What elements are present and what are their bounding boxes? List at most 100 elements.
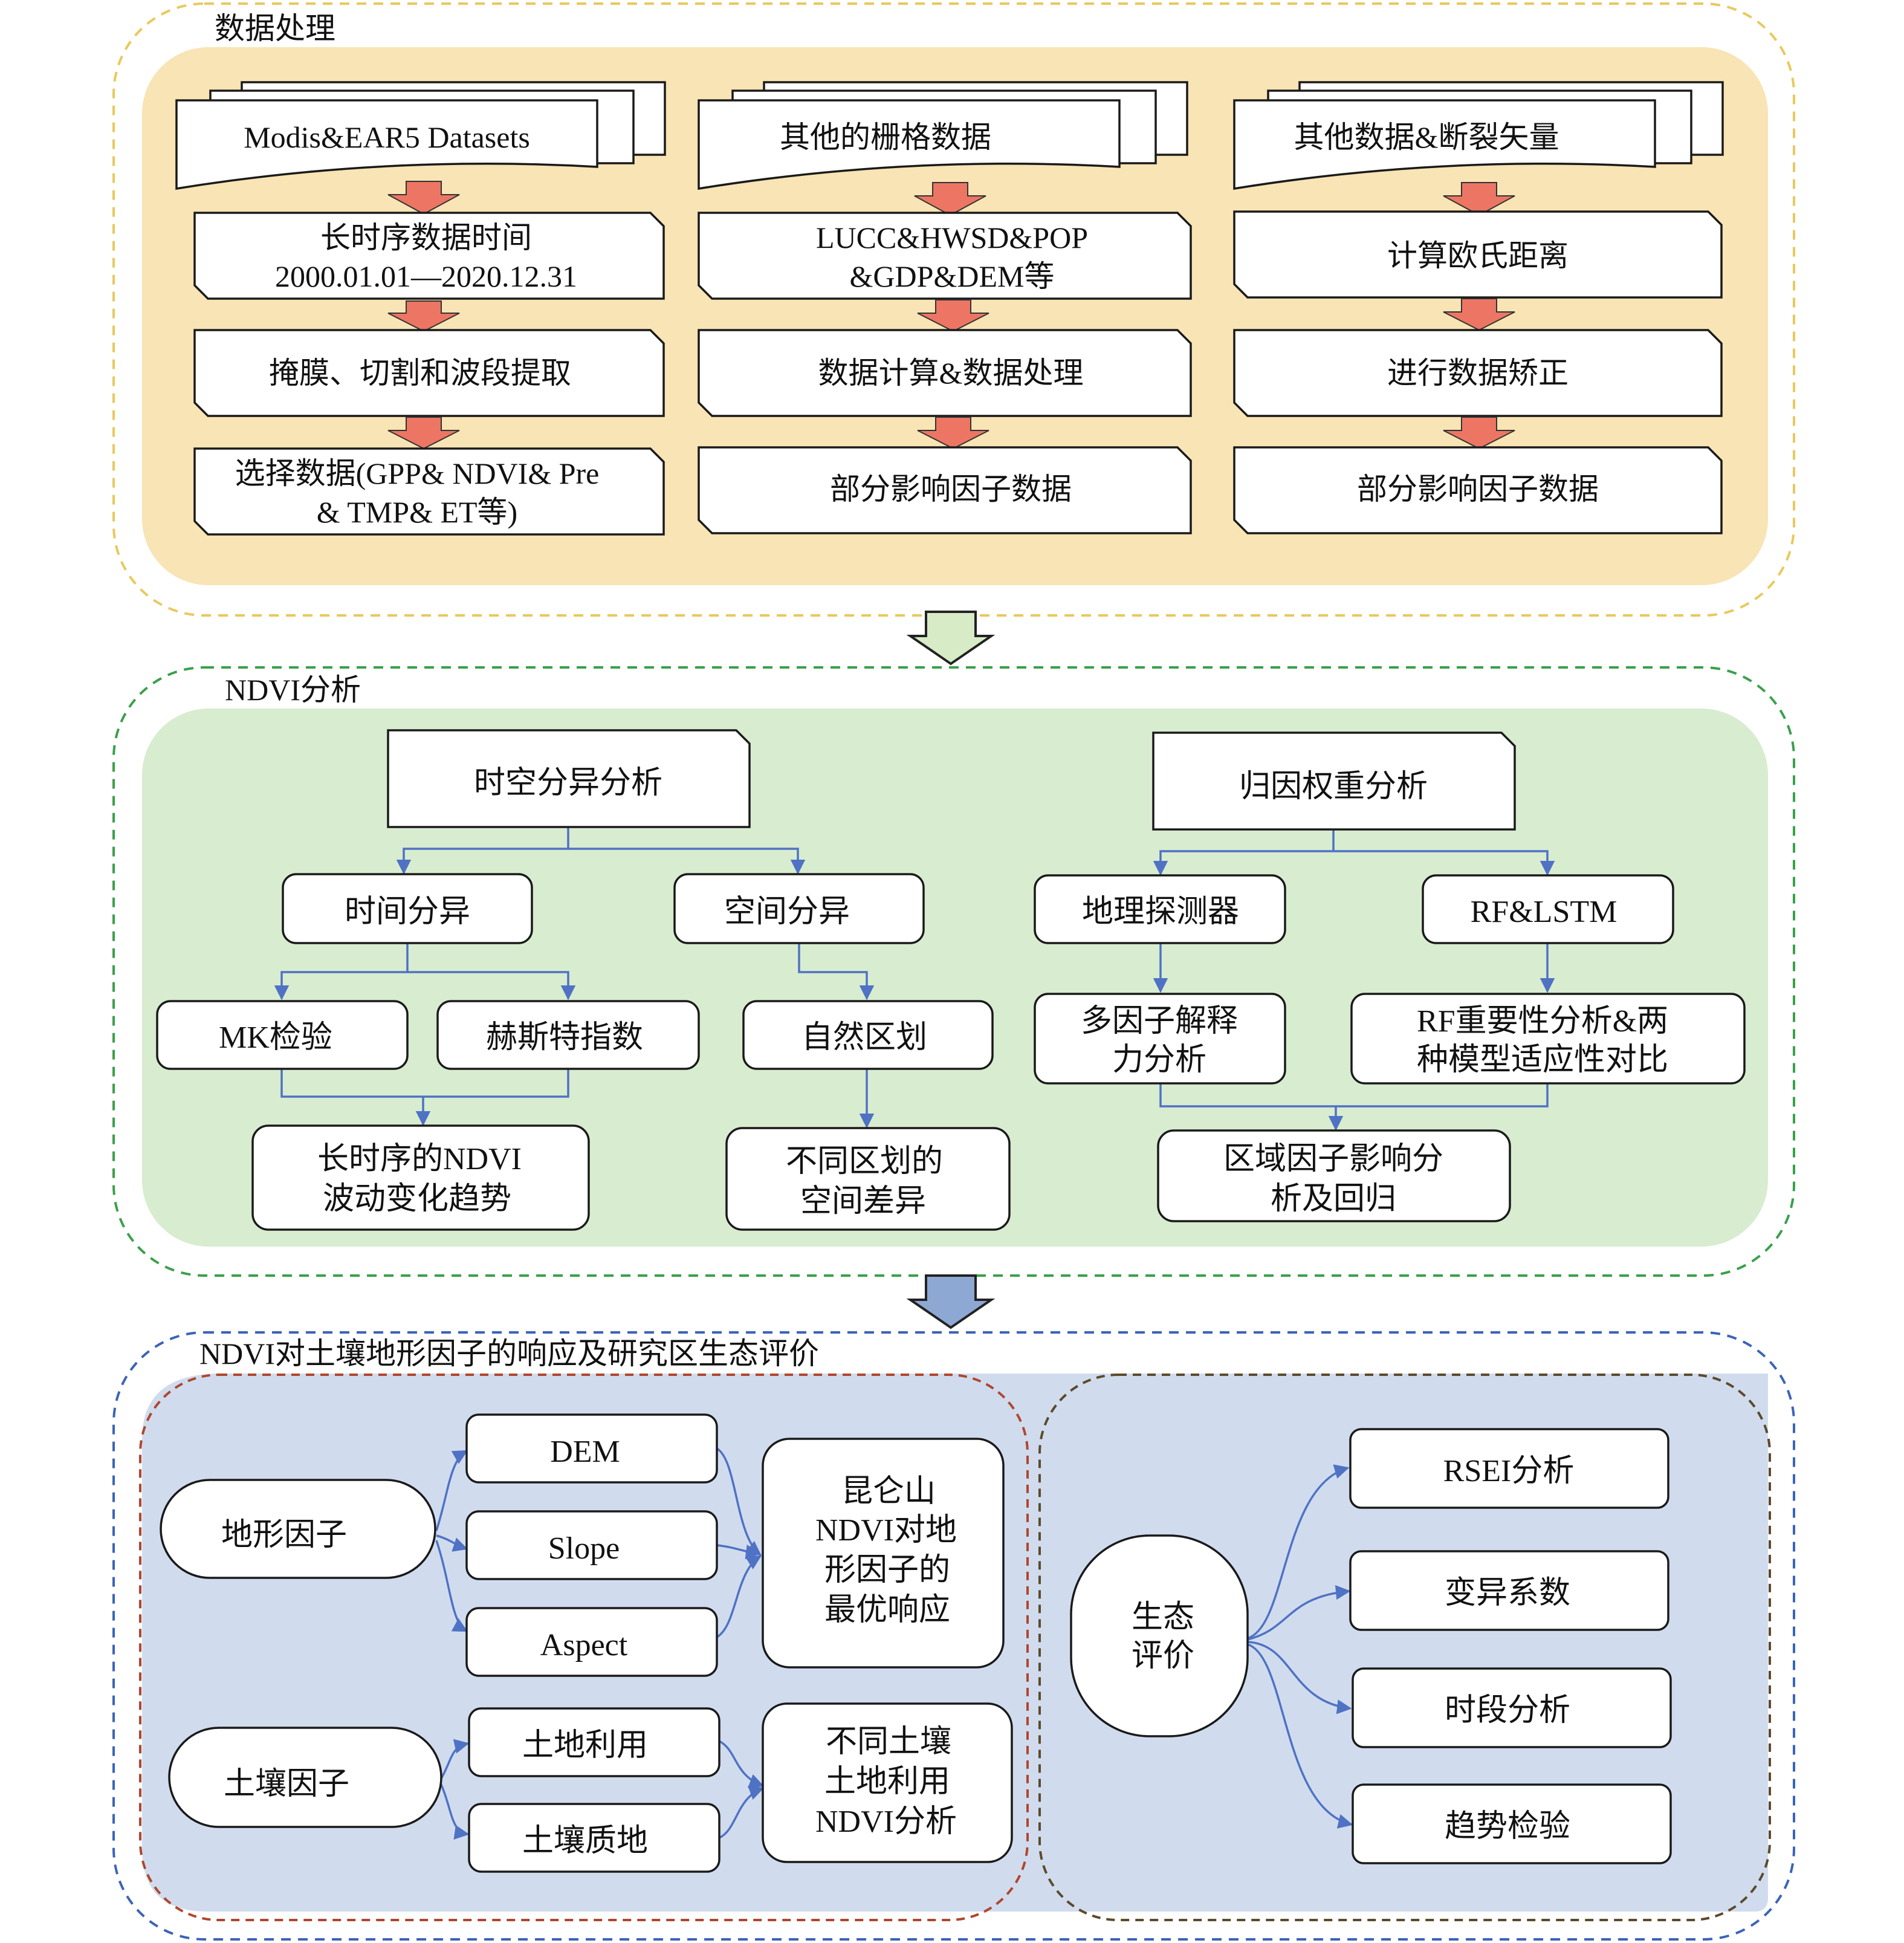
- soil-result-box: [762, 1702, 1013, 1863]
- hurst-index-box: [436, 1000, 700, 1070]
- col1-source-document: Modis&EAR5 Datasets: [175, 81, 666, 190]
- col1-step3-box: [193, 447, 665, 536]
- soil-result-line3: NDVI分析: [815, 1805, 957, 1839]
- eco-item-cv-label: 变异系数: [1445, 1576, 1570, 1611]
- eco-item-period-label: 时段分析: [1445, 1693, 1570, 1728]
- col1-step1-line2: 2000.01.01—2020.12.31: [275, 259, 577, 293]
- rf-lstm-box: [1422, 874, 1674, 944]
- terrain-response-line4: 最优响应: [824, 1593, 950, 1627]
- terrain-factor-label: 地形因子: [221, 1518, 347, 1552]
- attribution-weight-analysis-label: 归因权重分析: [1239, 770, 1428, 804]
- col2-step3-box: [698, 446, 1192, 534]
- red-arrow: [387, 181, 460, 215]
- section2-panel: [142, 709, 1768, 1247]
- eco-item-trend-label: 趋势检验: [1445, 1809, 1570, 1844]
- rf-importance-line1: RF重要性分析&两: [1417, 1004, 1668, 1039]
- red-arrow: [917, 417, 989, 450]
- eco-item-rsei-label: RSEI分析: [1443, 1454, 1575, 1488]
- regional-factor-result-line2: 析及回归: [1271, 1182, 1396, 1216]
- section2-dashed-border: [112, 666, 1795, 1277]
- terrain-item-slope-label: Slope: [548, 1531, 620, 1566]
- red-arrow: [1443, 182, 1515, 216]
- red-arrow: [387, 300, 460, 332]
- regional-factor-result-line1: 区域因子影响分: [1223, 1142, 1443, 1176]
- multifactor-explanation-box: [1034, 993, 1286, 1085]
- terrain-item-dem-label: DEM: [550, 1435, 620, 1469]
- mk-test-box: [156, 1000, 409, 1070]
- section3-title: NDVI对土壤地形因子的响应及研究区生态评价: [199, 1337, 819, 1370]
- eco-item-cv: [1349, 1550, 1669, 1631]
- terrain-soil-subpanel: [139, 1374, 1029, 1921]
- col2-step1-line1: LUCC&HWSD&POP: [816, 221, 1088, 255]
- col2-source-document: 其他的栅格数据: [698, 81, 1188, 190]
- col3-step3-label: 部分影响因子数据: [1357, 472, 1599, 506]
- spatiotemporal-analysis-label: 时空分异分析: [474, 766, 662, 800]
- col1-step1-line1: 长时序数据时间: [320, 221, 532, 255]
- temporal-variation-box: [282, 873, 533, 944]
- spatial-variation-box: [673, 873, 925, 944]
- zoning-difference-result-line2: 空间差异: [800, 1184, 926, 1219]
- col2-step3-label: 部分影响因子数据: [830, 472, 1072, 506]
- spatiotemporal-analysis-box: [387, 729, 751, 828]
- eco-item-period: [1352, 1667, 1672, 1748]
- red-arrow: [1443, 417, 1515, 450]
- ndvi-trend-result-line2: 波动变化趋势: [323, 1182, 511, 1216]
- terrain-response-line2: NDVI对地: [815, 1513, 957, 1548]
- section-transition-arrow-blue: [906, 1274, 996, 1329]
- rf-importance-line2: 种模型适应性对比: [1417, 1043, 1668, 1077]
- col3-step1-label: 计算欧氏距离: [1387, 239, 1569, 273]
- rf-lstm-label: RF&LSTM: [1471, 895, 1617, 929]
- soil-item-landuse: [468, 1707, 720, 1777]
- terrain-connectors: [435, 1447, 765, 1840]
- ndvi-trend-result-line1: 长时序的NDVI: [317, 1142, 522, 1176]
- col2-step1-line2: &GDP&DEM等: [850, 259, 1055, 293]
- geodetector-box: [1034, 874, 1286, 944]
- red-arrow: [914, 182, 986, 216]
- col2-source-label: 其他的栅格数据: [780, 120, 991, 154]
- col3-source-label: 其他数据&断裂矢量: [1294, 120, 1559, 154]
- col3-step1-box: [1233, 210, 1723, 299]
- red-arrow: [1443, 298, 1515, 331]
- terrain-item-aspect-label: Aspect: [540, 1628, 628, 1662]
- col2-step2-label: 数据计算&数据处理: [818, 356, 1084, 390]
- col2-step2-box: [698, 329, 1192, 417]
- soil-factor-node: [168, 1727, 442, 1828]
- red-arrow: [917, 299, 989, 332]
- terrain-response-line1: 昆仑山: [841, 1474, 936, 1509]
- col3-source-document: 其他数据&断裂矢量: [1233, 81, 1724, 190]
- terrain-response-result-box: [762, 1438, 1005, 1669]
- section-soil-terrain-response: NDVI对土壤地形因子的响应及研究区生态评价 地形因子 DEM Slope As…: [112, 1331, 1795, 1941]
- col3-step3-box: [1233, 446, 1723, 534]
- col1-source-label: Modis&EAR5 Datasets: [244, 120, 530, 154]
- multifactor-explanation-line1: 多因子解释: [1081, 1004, 1238, 1039]
- eco-evaluation-node: [1070, 1534, 1249, 1737]
- eco-item-trend: [1352, 1783, 1672, 1864]
- eco-evaluation-line1: 生态: [1132, 1600, 1194, 1635]
- col1-step1-box: [193, 212, 665, 300]
- section-data-processing: 数据处理 Modis&EAR5 Datasets 长时序数据时间 2000.01…: [112, 2, 1795, 617]
- ndvi-trend-result-box: [251, 1124, 590, 1231]
- col1-step3-line2: & TMP& ET等): [317, 495, 517, 529]
- section-ndvi-analysis: NDVI分析 时空分异分析 时间分异 空间分异 MK检验 赫斯特指数 自然区划 …: [112, 666, 1795, 1277]
- mk-test-label: MK检验: [219, 1020, 332, 1055]
- spatial-variation-label: 空间分异: [724, 895, 850, 929]
- section1-title: 数据处理: [215, 11, 335, 45]
- regional-factor-result-box: [1157, 1129, 1511, 1222]
- section-transition-arrow-green: [906, 611, 996, 666]
- section3-dashed-border: [112, 1331, 1795, 1941]
- hurst-index-label: 赫斯特指数: [486, 1020, 643, 1055]
- col1-step3-line1: 选择数据(GPP& NDVI& Pre: [235, 456, 600, 490]
- col2-step1-box: [698, 212, 1192, 300]
- col3-step2-box: [1233, 329, 1723, 417]
- natural-zoning-label: 自然区划: [801, 1020, 927, 1055]
- natural-zoning-box: [742, 1000, 994, 1070]
- right-tree-connectors: [1153, 829, 1555, 1131]
- left-tree-connectors: [274, 827, 875, 1129]
- zoning-difference-result-box: [725, 1127, 1011, 1231]
- attribution-weight-analysis-box: [1152, 731, 1516, 831]
- terrain-item-dem: [465, 1413, 718, 1484]
- col1-step2-box: [193, 329, 665, 417]
- multifactor-explanation-line2: 力分析: [1112, 1043, 1206, 1077]
- rf-importance-box: [1350, 993, 1746, 1085]
